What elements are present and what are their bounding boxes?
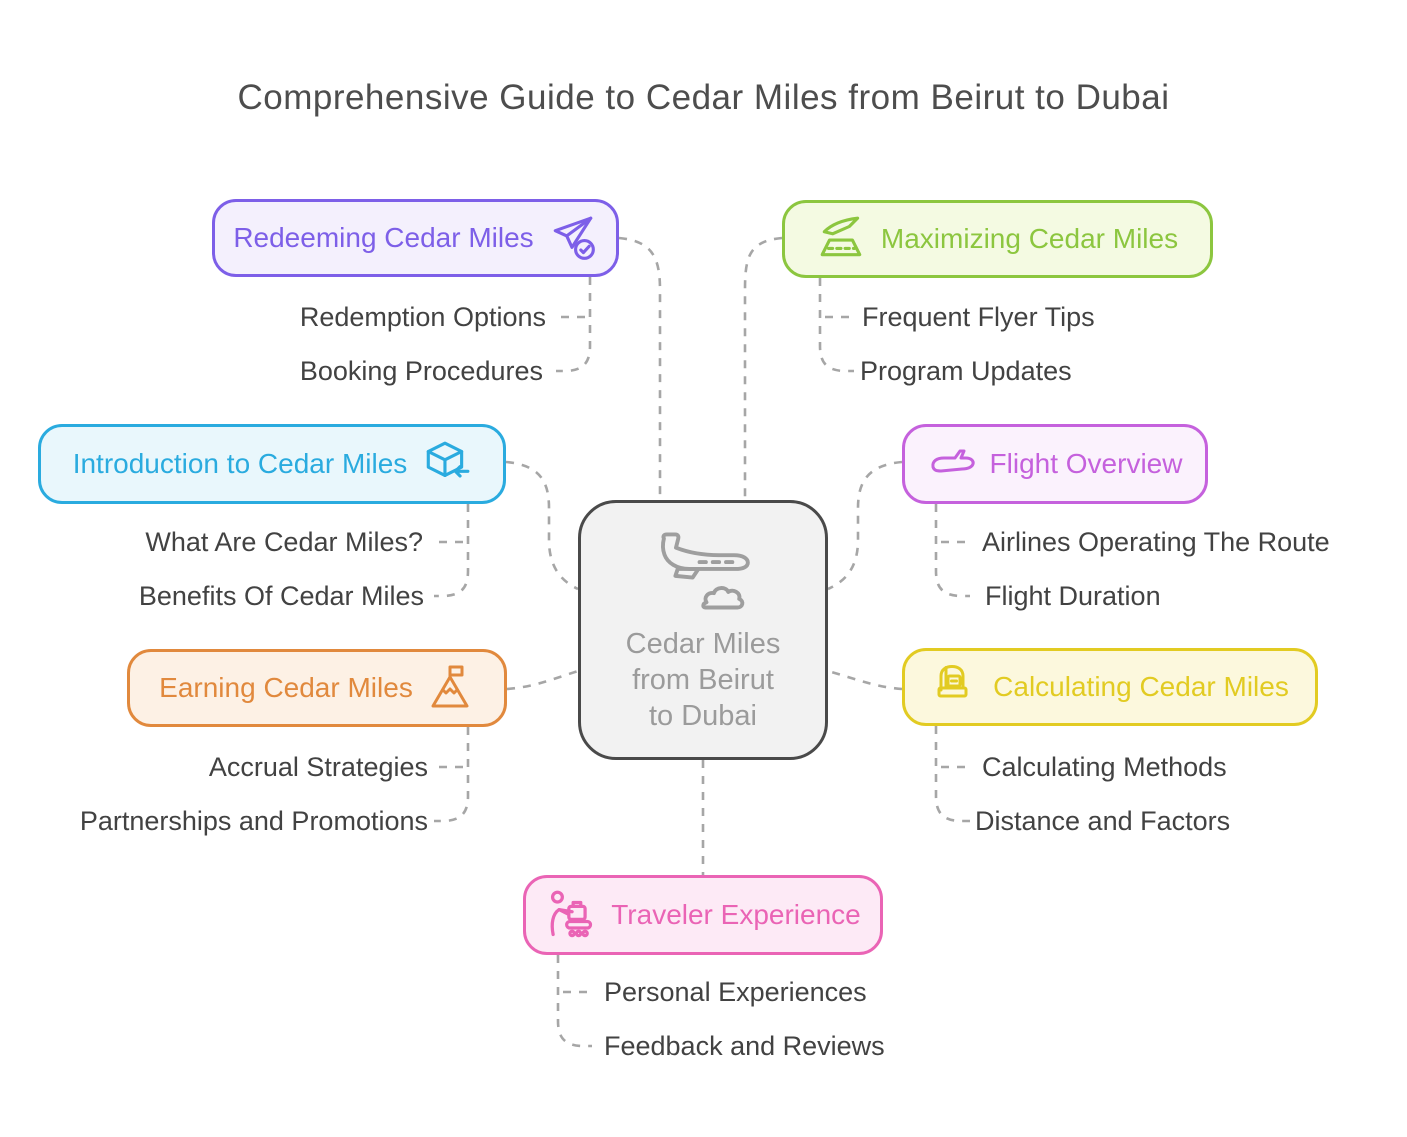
branch-introduction-to-cedar-miles: Introduction to Cedar Miles <box>38 424 506 504</box>
branch-label: Maximizing Cedar Miles <box>880 223 1179 254</box>
subtopic-booking-procedures: Booking Procedures <box>299 356 543 386</box>
subtopic-personal-experiences: Personal Experiences <box>604 977 867 1007</box>
subtopic-benefits-of-cedar-miles: Benefits Of Cedar Miles <box>138 581 424 611</box>
subtopic-airlines-operating-the-route: Airlines Operating The Route <box>982 527 1330 557</box>
plane-takeoff-icon <box>817 214 867 264</box>
center-node: Cedar Miles from Beirut to Dubai <box>578 500 828 760</box>
subtopic-program-updates: Program Updates <box>860 356 1072 386</box>
subtopic-redemption-options: Redemption Options <box>299 302 546 332</box>
center-label-line: Cedar Miles <box>625 627 781 660</box>
subtopic-calculating-methods: Calculating Methods <box>982 752 1227 782</box>
subtopic-what-are-cedar-miles: What Are Cedar Miles? <box>145 527 423 557</box>
center-label-line: to Dubai <box>648 699 757 732</box>
subtopic-accrual-strategies: Accrual Strategies <box>208 752 428 782</box>
subtopic-distance-and-factors: Distance and Factors <box>975 806 1231 836</box>
subtopic-flight-duration: Flight Duration <box>985 581 1161 611</box>
branch-label: Flight Overview <box>989 448 1183 479</box>
branch-flight-overview: Flight Overview <box>902 424 1208 504</box>
airplane-cloud-icon <box>644 527 762 624</box>
plane-side-icon <box>928 440 976 488</box>
subtopic-partnerships-and-promotions: Partnerships and Promotions <box>79 806 428 836</box>
center-label-line: from Beirut <box>632 663 774 696</box>
baggage-checkin-icon <box>545 889 597 941</box>
branch-label: Traveler Experience <box>611 899 861 930</box>
branch-earning-cedar-miles: Earning Cedar Miles <box>127 649 507 727</box>
branch-label: Earning Cedar Miles <box>159 672 413 703</box>
branch-redeeming-cedar-miles: Redeeming Cedar Miles <box>212 199 619 277</box>
cube-arrow-icon <box>421 439 471 489</box>
subtopic-frequent-flyer-tips: Frequent Flyer Tips <box>862 302 1095 332</box>
branch-maximizing-cedar-miles: Maximizing Cedar Miles <box>782 200 1213 278</box>
subtopic-feedback-and-reviews: Feedback and Reviews <box>604 1031 885 1061</box>
cash-register-icon <box>931 663 979 711</box>
branch-label: Introduction to Cedar Miles <box>72 448 408 479</box>
mountain-flag-icon <box>427 664 475 712</box>
branch-calculating-cedar-miles: Calculating Cedar Miles <box>902 648 1318 726</box>
branch-label: Redeeming Cedar Miles <box>233 222 534 253</box>
branch-label: Calculating Cedar Miles <box>993 671 1289 702</box>
page-title: Comprehensive Guide to Cedar Miles from … <box>237 78 1170 117</box>
branch-traveler-experience: Traveler Experience <box>523 875 883 955</box>
plane-check-icon <box>548 213 598 263</box>
